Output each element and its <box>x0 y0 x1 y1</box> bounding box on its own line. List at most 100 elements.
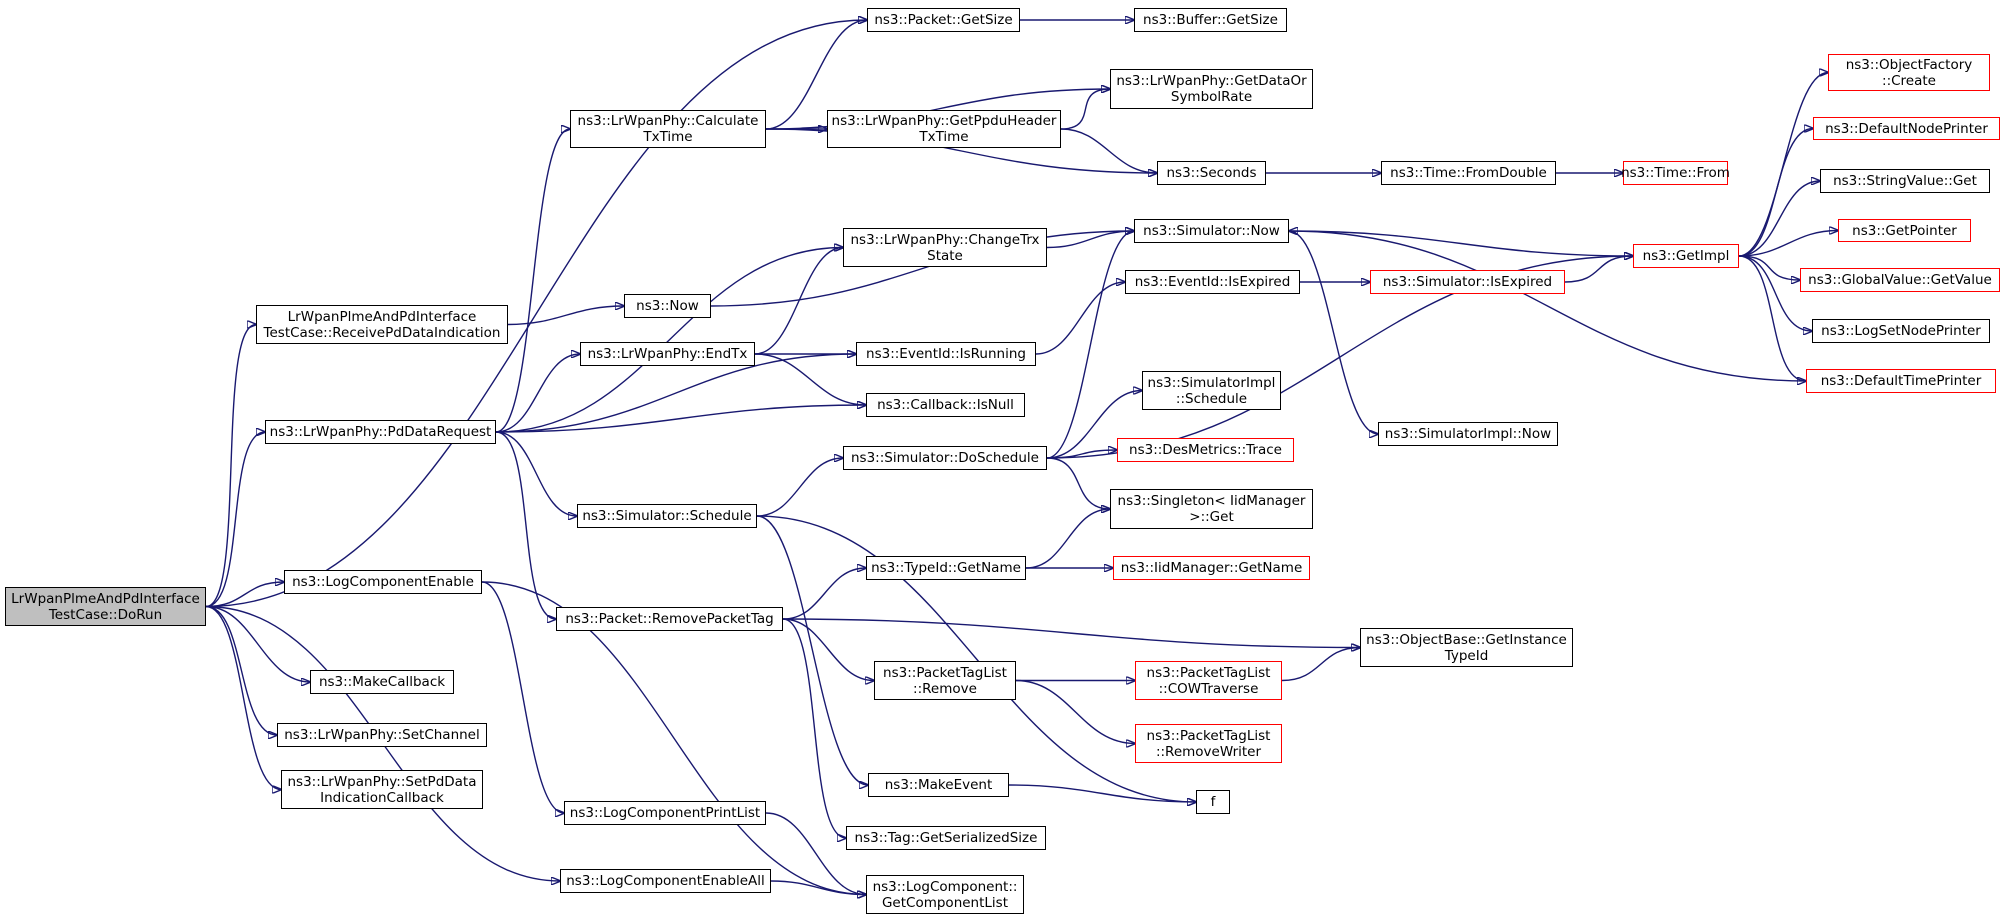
node-logsetnode[interactable]: ns3::LogSetNodePrinter <box>1812 319 1990 343</box>
node-ns3now[interactable]: ns3::Now <box>624 294 711 318</box>
node-strvalget[interactable]: ns3::StringValue::Get <box>1820 169 1990 193</box>
node-getimpl[interactable]: ns3::GetImpl <box>1633 244 1739 268</box>
node-setchannel[interactable]: ns3::LrWpanPhy::SetChannel <box>277 723 487 747</box>
edge-dosched-to-desmetrics <box>1046 450 1117 459</box>
node-getppdu[interactable]: ns3::LrWpanPhy::GetPpduHeader TxTime <box>827 110 1061 148</box>
node-simsched[interactable]: ns3::Simulator::Schedule <box>577 504 757 528</box>
edge-pddatareq-to-removetag <box>495 431 556 619</box>
edge-removetag-to-typeidname <box>782 568 866 620</box>
node-f[interactable]: f <box>1196 790 1230 814</box>
node-objfactory[interactable]: ns3::ObjectFactory ::Create <box>1828 54 1990 91</box>
node-simisexp[interactable]: ns3::Simulator::IsExpired <box>1370 270 1565 294</box>
edge-pddatareq-to-calctx <box>495 129 570 433</box>
edge-endtx-to-changetrx <box>754 248 843 355</box>
edge-endtx-to-cbisnull <box>754 353 866 405</box>
edge-makeevent-to-f <box>1008 784 1196 802</box>
edge-dorun-to-recvpd <box>205 325 256 608</box>
node-typeidname[interactable]: ns3::TypeId::GetName <box>866 556 1026 580</box>
edge-pddatareq-to-isrunning <box>495 354 856 433</box>
node-removewriter[interactable]: ns3::PacketTagList ::RemoveWriter <box>1135 724 1282 763</box>
node-makecallback[interactable]: ns3::MakeCallback <box>310 670 454 694</box>
edge-ptlremove-to-removewriter <box>1015 679 1135 744</box>
edge-dorun-to-makecallback <box>205 605 310 683</box>
node-getpointer[interactable]: ns3::GetPointer <box>1838 219 1971 242</box>
node-getdataor[interactable]: ns3::LrWpanPhy::GetDataOr SymbolRate <box>1110 69 1313 109</box>
edge-pddatareq-to-simsched <box>495 431 577 516</box>
node-logcomplist[interactable]: ns3::LogComponent:: GetComponentList <box>866 875 1024 914</box>
edge-getimpl-to-globalget <box>1738 255 1800 280</box>
edge-dosched-to-simnow <box>1046 231 1134 459</box>
node-getsize[interactable]: ns3::Packet::GetSize <box>867 8 1020 32</box>
node-fromdouble[interactable]: ns3::Time::FromDouble <box>1381 161 1556 185</box>
edge-removetag-to-ptlremove <box>782 618 874 681</box>
edge-cowtraverse-to-objbase <box>1281 648 1360 682</box>
node-cowtraverse[interactable]: ns3::PacketTagList ::COWTraverse <box>1135 661 1282 700</box>
edge-logcompenable-to-logcomplist <box>481 581 866 895</box>
node-bufgetsize[interactable]: ns3::Buffer::GetSize <box>1134 8 1287 32</box>
edge-logcompenable-to-logprintlist <box>481 581 564 813</box>
edge-simsched-to-dosched <box>756 458 843 517</box>
node-removetag[interactable]: ns3::Packet::RemovePacketTag <box>556 607 783 631</box>
node-logenableall[interactable]: ns3::LogComponentEnableAll <box>560 869 771 893</box>
edge-simnow-to-simimplnow <box>1288 230 1378 434</box>
node-defnodeprinter[interactable]: ns3::DefaultNodePrinter <box>1813 117 2000 140</box>
node-globalget[interactable]: ns3::GlobalValue::GetValue <box>1800 268 2000 292</box>
edge-pddatareq-to-cbisnull <box>495 405 866 433</box>
edge-simsched-to-f <box>756 515 1196 802</box>
node-pddatareq[interactable]: ns3::LrWpanPhy::PdDataRequest <box>265 420 496 444</box>
node-seconds[interactable]: ns3::Seconds <box>1157 161 1266 185</box>
edge-getimpl-to-deftimeprinter <box>1738 255 1806 381</box>
edge-getimpl-to-strvalget <box>1738 181 1820 257</box>
node-changetrx[interactable]: ns3::LrWpanPhy::ChangeTrx State <box>843 228 1047 267</box>
node-dorun: LrWpanPlmeAndPdInterface TestCase::DoRun <box>5 587 206 626</box>
edge-dosched-to-simimplsched <box>1046 391 1142 459</box>
node-evisexp[interactable]: ns3::EventId::IsExpired <box>1125 270 1300 294</box>
node-setpdcb[interactable]: ns3::LrWpanPhy::SetPdData IndicationCall… <box>281 770 483 809</box>
edge-simsched-to-makeevent <box>756 515 868 785</box>
node-deftimeprinter[interactable]: ns3::DefaultTimePrinter <box>1806 369 1996 393</box>
edge-simisexp-to-getimpl <box>1564 256 1633 283</box>
node-simimplnow[interactable]: ns3::SimulatorImpl::Now <box>1378 422 1558 446</box>
node-cbisnull[interactable]: ns3::Callback::IsNull <box>866 393 1025 417</box>
node-timefrom[interactable]: ns3::Time::From <box>1621 161 1730 185</box>
node-singleton[interactable]: ns3::Singleton< IidManager >::Get <box>1110 489 1313 529</box>
node-calctx[interactable]: ns3::LrWpanPhy::Calculate TxTime <box>570 110 766 148</box>
node-objbase[interactable]: ns3::ObjectBase::GetInstance TypeId <box>1360 628 1573 667</box>
edge-calctx-to-getsize <box>765 20 867 130</box>
edge-dorun-to-logcompenable <box>205 582 284 608</box>
node-tagserial[interactable]: ns3::Tag::GetSerializedSize <box>846 826 1046 850</box>
node-iidname[interactable]: ns3::IidManager::GetName <box>1113 556 1310 580</box>
edge-getimpl-to-defnodeprinter <box>1738 129 1813 257</box>
node-desmetrics[interactable]: ns3::DesMetrics::Trace <box>1117 438 1294 462</box>
node-isrunning[interactable]: ns3::EventId::IsRunning <box>856 342 1036 366</box>
edge-getimpl-to-logsetnode <box>1738 255 1812 331</box>
edge-typeidname-to-singleton <box>1025 509 1110 569</box>
edge-removetag-to-objbase <box>782 618 1360 648</box>
edge-simnow-to-getimpl <box>1288 230 1633 256</box>
edge-removetag-to-tagserial <box>782 618 846 838</box>
edge-deftimeprinter-to-simnow <box>1289 231 1807 382</box>
edge-logenableall-to-logcomplist <box>770 880 866 895</box>
edge-isrunning-to-evisexp <box>1035 282 1125 355</box>
node-ptlremove[interactable]: ns3::PacketTagList ::Remove <box>874 661 1016 700</box>
node-simnow[interactable]: ns3::Simulator::Now <box>1134 219 1289 243</box>
edge-dorun-to-setchannel <box>205 605 277 736</box>
edge-getppdu-to-seconds <box>1060 128 1157 173</box>
edge-recvpd-to-ns3now <box>507 306 624 326</box>
edge-dosched-to-singleton <box>1046 457 1110 509</box>
node-logcompenable[interactable]: ns3::LogComponentEnable <box>284 570 482 594</box>
edge-getppdu-to-getdataor <box>1060 89 1110 130</box>
edge-pddatareq-to-endtx <box>495 354 580 433</box>
edge-dorun-to-pddatareq <box>205 432 265 608</box>
node-recvpd[interactable]: LrWpanPlmeAndPdInterface TestCase::Recei… <box>256 305 508 344</box>
node-endtx[interactable]: ns3::LrWpanPhy::EndTx <box>580 342 755 366</box>
node-simimplsched[interactable]: ns3::SimulatorImpl ::Schedule <box>1142 371 1281 410</box>
node-logprintlist[interactable]: ns3::LogComponentPrintList <box>564 801 766 825</box>
edge-getimpl-to-getpointer <box>1738 231 1838 257</box>
edge-dorun-to-setpdcb <box>205 605 281 790</box>
edge-ns3now-to-simnow <box>710 231 1134 307</box>
node-dosched[interactable]: ns3::Simulator::DoSchedule <box>843 446 1047 470</box>
node-makeevent[interactable]: ns3::MakeEvent <box>868 773 1009 797</box>
